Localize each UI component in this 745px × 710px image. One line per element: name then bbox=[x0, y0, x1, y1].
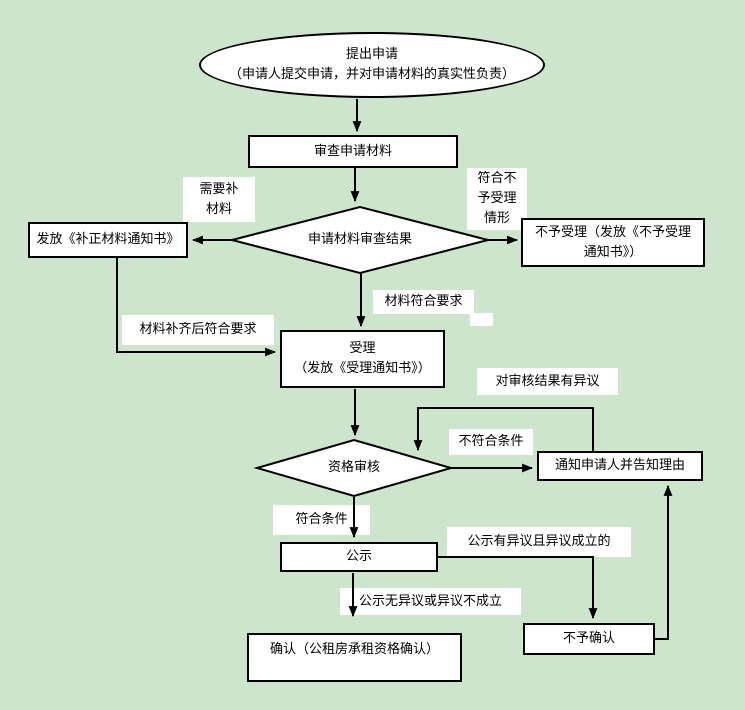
node-review: 审查申请材料 bbox=[248, 135, 458, 168]
node-notify-reason-label: 通知申请人并告知理由 bbox=[554, 458, 685, 473]
edge-label-need-supplement: 需要补 材料 bbox=[183, 177, 255, 222]
edge-label-qualified: 符合条件 bbox=[273, 505, 370, 535]
edge-label-need-supplement-line2: 材料 bbox=[205, 201, 232, 217]
node-correction-notice: 发放《补正材料通知书》 bbox=[28, 222, 188, 258]
node-deny-confirm: 不予确认 bbox=[523, 623, 655, 655]
node-review-result-text: 申请材料审查结果 bbox=[307, 232, 412, 247]
edge-label-not-qualified-text: 不符合条件 bbox=[458, 434, 524, 449]
node-accept-line2: （发放《受理通知书》） bbox=[294, 361, 431, 376]
node-confirm-label: 确认（公租房承租资格确认） bbox=[269, 642, 439, 657]
node-confirm: 确认（公租房承租资格确认） bbox=[247, 633, 462, 682]
node-correction-notice-label: 发放《补正材料通知书》 bbox=[36, 232, 180, 247]
node-reject: 不予受理（发放《不予受理 通知书》） bbox=[521, 218, 705, 267]
edge-label-reject-condition-line2: 予受理 bbox=[477, 191, 517, 206]
node-accept-line1: 受理 bbox=[349, 341, 376, 356]
edge-deny-to-notify bbox=[655, 484, 673, 640]
node-deny-confirm-label: 不予确认 bbox=[562, 631, 615, 646]
edge-label-publicity-objection-text: 公示有异议且异议成立的 bbox=[467, 534, 611, 549]
edge-label-reject-condition-line3: 情形 bbox=[483, 211, 510, 226]
node-start-title: 提出申请 bbox=[345, 47, 398, 62]
node-start-subtitle: （申请人提交申请，并对申请材料的真实性负责） bbox=[228, 67, 515, 82]
edge-label-reject-condition-line1: 符合不 bbox=[477, 171, 517, 186]
node-qualification-review-label: 资格审核 bbox=[294, 460, 414, 476]
edge-label-material-meets: 材料符合要求 bbox=[373, 290, 474, 314]
edge-label-supplemented-meets: 材料补齐后符合要求 bbox=[122, 315, 274, 345]
edge-label-material-meets-text: 材料符合要求 bbox=[384, 294, 463, 309]
edge-label-no-objection-text: 公示无异议或异议不成立 bbox=[358, 593, 502, 609]
node-review-result-label: 申请材料审查结果 bbox=[270, 232, 450, 248]
edge-label-publicity-objection: 公示有异议且异议成立的 bbox=[447, 527, 631, 557]
node-start: 提出申请 （申请人提交申请，并对申请材料的真实性负责） bbox=[199, 32, 545, 98]
edge-label-objection-text: 对审核结果有异议 bbox=[495, 373, 600, 389]
edge-label-no-objection: 公示无异议或异议不成立 bbox=[340, 588, 521, 615]
edge-label-qualified-text: 符合条件 bbox=[295, 512, 348, 527]
node-publicity-label: 公示 bbox=[345, 549, 372, 564]
node-accept: 受理 （发放《受理通知书》） bbox=[280, 330, 445, 388]
edge-label-supplemented-meets-text: 材料补齐后符合要求 bbox=[139, 322, 257, 337]
edge-label-not-qualified: 不符合条件 bbox=[449, 429, 533, 455]
empty-label-patch bbox=[470, 313, 493, 326]
edge-label-need-supplement-line1: 需要补 bbox=[199, 181, 239, 197]
node-reject-line2: 通知书》） bbox=[583, 244, 643, 260]
node-notify-reason: 通知申请人并告知理由 bbox=[537, 451, 703, 481]
edge-label-objection: 对审核结果有异议 bbox=[477, 368, 618, 395]
node-publicity: 公示 bbox=[280, 542, 438, 572]
node-qualification-review-text: 资格审核 bbox=[327, 460, 380, 475]
node-reject-line1: 不予受理（发放《不予受理 bbox=[534, 224, 691, 240]
edge-label-reject-condition: 符合不 予受理 情形 bbox=[467, 168, 527, 230]
node-review-label: 审查申请材料 bbox=[313, 143, 392, 159]
